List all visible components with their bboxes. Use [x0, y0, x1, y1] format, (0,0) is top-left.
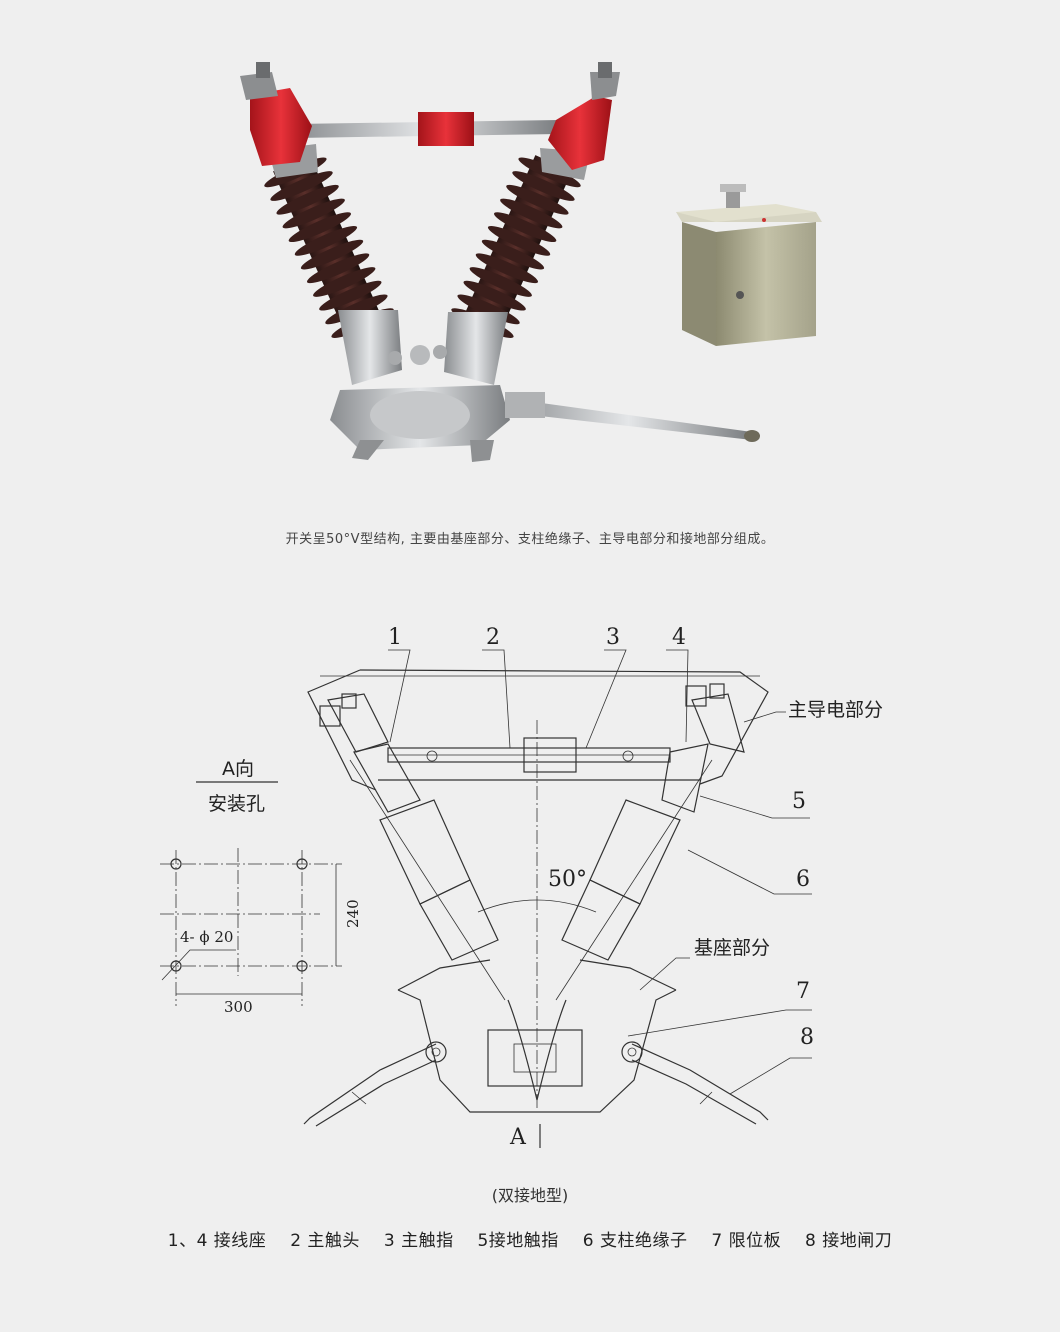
hole-spec: 4- ϕ 20 — [180, 928, 233, 946]
mount-view-subtitle: 安装孔 — [208, 793, 265, 815]
main-conductor — [240, 62, 620, 170]
right-insulator — [444, 148, 590, 385]
base-casting — [330, 345, 510, 462]
part-number-1: 1 — [388, 625, 402, 650]
part-number-5: 5 — [792, 789, 806, 814]
technical-drawing: A 1 2 3 4 5 6 7 8 主导电部分 基座部分 50° A向 安装孔 — [160, 625, 883, 1150]
legend-item-7: 7 限位板 — [711, 1231, 782, 1251]
parts-legend: 1、4 接线座 2 主触头 3 主触指 5接地触指 6 支柱绝缘子 7 限位板 … — [0, 1226, 1060, 1251]
product-photo — [240, 62, 822, 462]
mounting-hole-view: A向 安装孔 4- ϕ 20 300 240 — [160, 758, 362, 1016]
part-number-6: 6 — [796, 867, 810, 892]
left-insulator — [264, 144, 402, 385]
outline-upper — [307, 669, 769, 791]
view-label: A — [509, 1125, 527, 1150]
dim-height: 240 — [344, 899, 362, 928]
grounding-blades — [303, 1043, 769, 1127]
part-number-4: 4 — [672, 625, 686, 650]
angle-label: 50° — [548, 867, 587, 892]
photo-caption: 开关呈50°V型结构, 主要由基座部分、支柱绝缘子、主导电部分和接地部分组成。 — [285, 532, 775, 547]
part-number-8: 8 — [800, 1025, 814, 1050]
part-number-3: 3 — [606, 625, 620, 650]
right-arm — [555, 683, 745, 1001]
label-base: 基座部分 — [694, 937, 770, 959]
outline-base — [397, 959, 677, 1113]
dim-width: 300 — [224, 998, 253, 1016]
operating-rod — [505, 392, 760, 442]
legend-item-3: 3 主触指 — [383, 1231, 454, 1251]
contact-bar — [378, 737, 700, 781]
legend-item-8: 8 接地闸刀 — [805, 1231, 893, 1251]
legend-item-5: 5接地触指 — [477, 1231, 559, 1251]
part-number-2: 2 — [486, 625, 500, 650]
angle-marking — [477, 720, 597, 1110]
view-arrow: A — [509, 1124, 541, 1150]
control-box — [676, 184, 822, 346]
legend-item-1: 1、4 接线座 — [167, 1231, 267, 1251]
label-main-conductive: 主导电部分 — [788, 699, 883, 721]
mount-view-title: A向 — [222, 758, 254, 780]
leader-lines — [388, 649, 812, 1095]
variant-subtitle: (双接地型) — [491, 1186, 569, 1205]
left-arm — [319, 693, 506, 1001]
legend-item-2: 2 主触头 — [290, 1231, 360, 1251]
part-number-7: 7 — [796, 979, 810, 1004]
legend-item-6: 6 支柱绝缘子 — [582, 1231, 688, 1251]
